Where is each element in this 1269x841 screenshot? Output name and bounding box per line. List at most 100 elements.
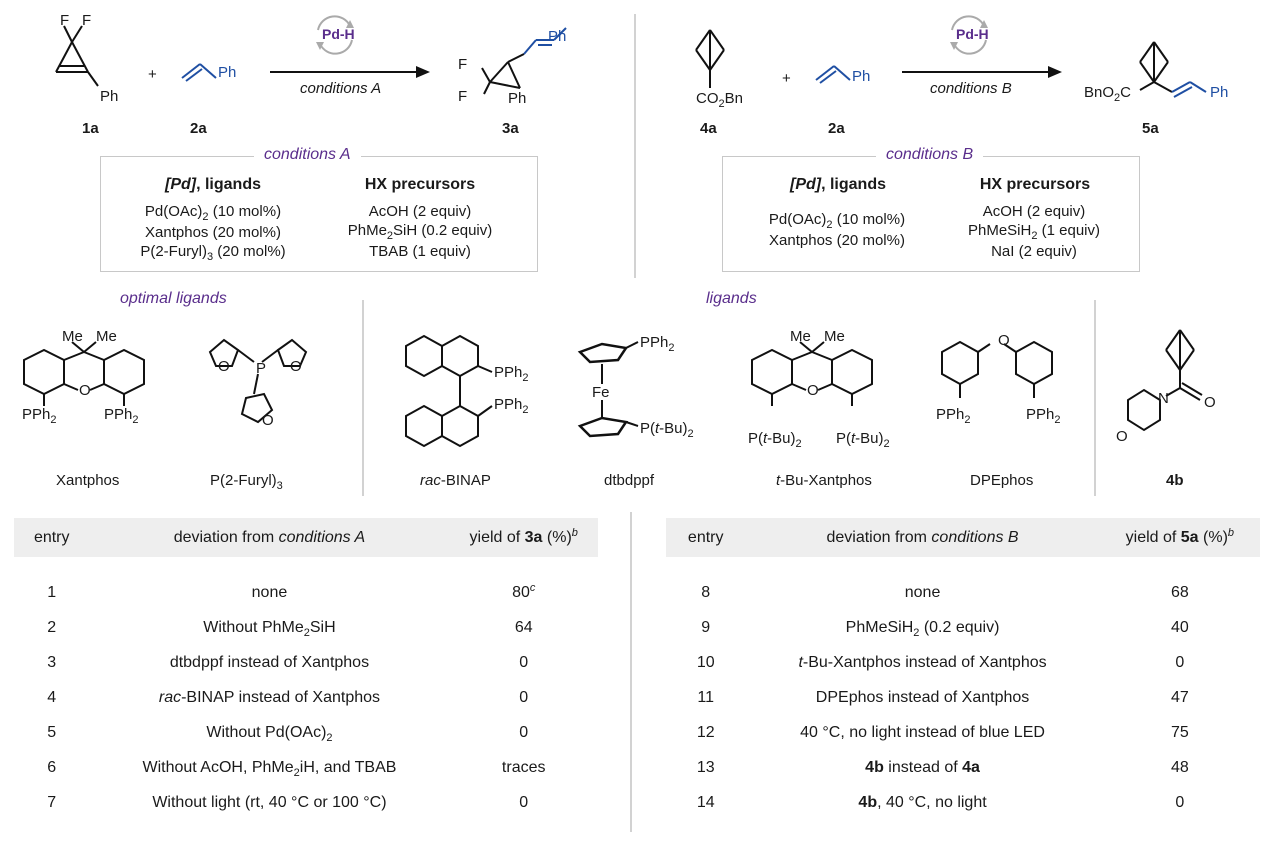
reaction-arrow: [270, 66, 430, 78]
atom-o: O: [1204, 394, 1216, 411]
catalytic-cycle-icon: [316, 15, 354, 55]
plus-sign: +: [148, 66, 157, 83]
compound-4b-caption: 4b: [1166, 472, 1184, 489]
atom-pph2: PPh2: [494, 364, 529, 384]
atom-ptbu2: P(t-Bu)2: [748, 430, 802, 450]
atom-me: Me: [96, 328, 117, 345]
atom-ph: Ph: [508, 90, 527, 107]
compound-5a-structure: [1139, 41, 1207, 98]
atom-pph2: PPh2: [640, 334, 675, 354]
atom-ph: Ph: [218, 64, 237, 81]
table-header-row: entry deviation from conditions A yield …: [14, 518, 598, 557]
compound-4a-structure: [695, 29, 725, 88]
divider-vertical: [634, 14, 636, 278]
compound-label-1a: 1a: [82, 120, 99, 137]
divider-vertical: [1094, 300, 1096, 496]
table-header-row: entry deviation from conditions B yield …: [666, 518, 1260, 557]
atom-f: F: [458, 88, 468, 105]
reaction-arrow: [902, 66, 1062, 78]
results-table-a: entry deviation from conditions A yield …: [14, 518, 598, 820]
col-header-entry: entry: [666, 518, 746, 557]
atom-ph: Ph: [852, 68, 871, 85]
atom-n: N: [1158, 390, 1169, 407]
atom-pph2: PPh2: [1026, 406, 1061, 426]
compound-1a-structure: [55, 25, 99, 87]
atom-f: F: [60, 12, 70, 29]
p-2-furyl-3-structure: [208, 338, 308, 424]
atom-pph2: PPh2: [494, 396, 529, 416]
atom-o: O: [290, 358, 302, 375]
xantphos-structure: [23, 341, 145, 406]
conditions-b-ligands-heading: [Pd], ligands: [789, 176, 886, 193]
dtbdppf-structure: [577, 341, 639, 438]
t-bu-xantphos-structure: [751, 341, 873, 406]
atom-p: P: [256, 360, 267, 377]
dpephos-structure: [941, 340, 1053, 398]
ligand-t-bu-xantphos-caption: t-Bu-Xantphos: [776, 472, 872, 489]
atom-o: O: [998, 332, 1010, 349]
styrene-structure: [815, 65, 851, 84]
conditions-b-title: conditions B: [876, 146, 984, 164]
compound-3a-structure: [481, 27, 567, 95]
arrow-conditions-text: conditions B: [930, 80, 1012, 97]
compound-label-3a: 3a: [502, 120, 519, 137]
atom-me: Me: [824, 328, 845, 345]
atom-ptbu2: P(t-Bu)2: [836, 430, 890, 450]
atom-ph: Ph: [548, 28, 567, 45]
divider-vertical: [630, 512, 632, 832]
conditions-a-ligands-heading: [Pd], ligands: [164, 176, 261, 193]
styrene-structure: [181, 63, 217, 82]
atom-fe: Fe: [592, 384, 610, 401]
atom-me: Me: [62, 328, 83, 345]
col-header-deviation: deviation from conditions A: [89, 518, 450, 557]
atom-co2bn: CO2Bn: [696, 90, 743, 110]
conditions-a-hx-list: AcOH (2 equiv) PhMe2SiH (0.2 equiv) TBAB…: [347, 203, 493, 260]
atom-me: Me: [790, 328, 811, 345]
plus-sign: +: [782, 70, 791, 87]
arrow-conditions-text: conditions A: [300, 80, 382, 97]
atom-ph: Ph: [1210, 84, 1229, 101]
ligand-p-2-furyl-3-caption: P(2-Furyl)3: [210, 472, 283, 492]
conditions-b-hx-list: AcOH (2 equiv) PhMeSiH2 (1 equiv) NaI (2…: [967, 203, 1100, 260]
atom-pph2: PPh2: [104, 406, 139, 426]
col-header-yield: yield of 3a (%)b: [449, 518, 598, 557]
divider-vertical: [362, 300, 364, 496]
conditions-a-ligands-list: Pd(OAc)2 (10 mol%) Xantphos (20 mol%) P(…: [140, 203, 286, 263]
ligand-dtbdppf-caption: dtbdppf: [604, 472, 655, 489]
atom-bno2c: BnO2C: [1084, 84, 1131, 104]
optimal-ligands-title: optimal ligands: [120, 290, 227, 307]
atom-f: F: [458, 56, 468, 73]
col-header-yield: yield of 5a (%)b: [1099, 518, 1260, 557]
conditions-b-hx-heading: HX precursors: [979, 176, 1091, 193]
atom-o: O: [79, 382, 91, 399]
ligands-title: ligands: [706, 290, 757, 307]
ligand-xantphos-caption: Xantphos: [56, 472, 120, 489]
conditions-a-title: conditions A: [254, 146, 361, 164]
results-table-b: entry deviation from conditions B yield …: [666, 518, 1260, 820]
conditions-b-ligands-list: Pd(OAc)2 (10 mol%) Xantphos (20 mol%): [768, 211, 906, 249]
col-header-deviation: deviation from conditions B: [745, 518, 1100, 557]
atom-o: O: [262, 412, 274, 429]
catalyst-label: Pd-H: [956, 26, 989, 42]
compound-4b-structure: [1127, 329, 1203, 432]
compound-label-2a: 2a: [190, 120, 207, 137]
atom-ph: Ph: [100, 88, 119, 105]
compound-label-5a: 5a: [1142, 120, 1159, 137]
atom-o: O: [218, 358, 230, 375]
compound-label-2a: 2a: [828, 120, 845, 137]
col-header-entry: entry: [14, 518, 90, 557]
rac-binap-structure: [405, 334, 493, 448]
